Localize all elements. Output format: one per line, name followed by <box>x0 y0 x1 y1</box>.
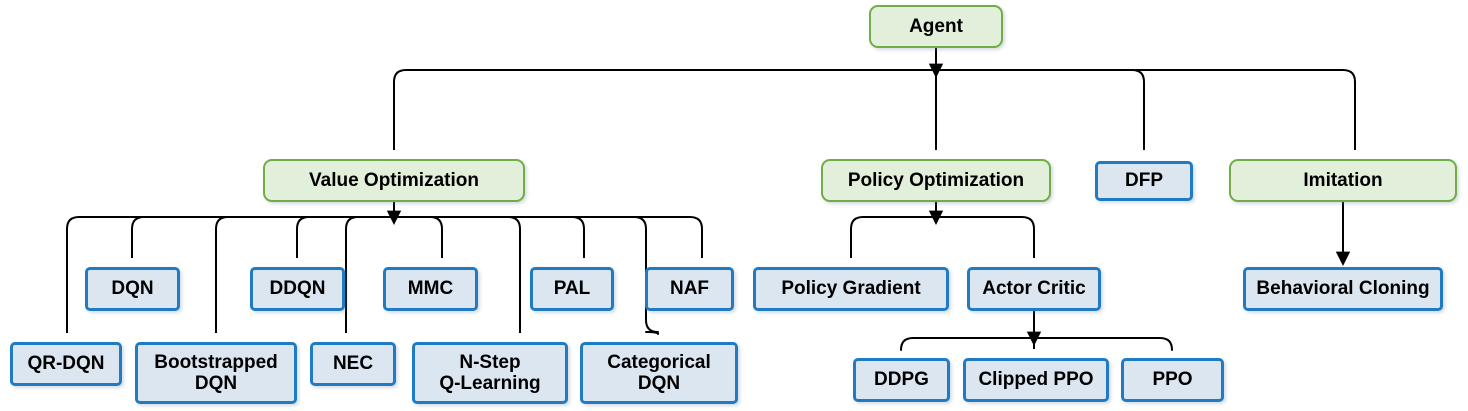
connector-line <box>936 69 1356 150</box>
node-ppo[interactable]: PPO <box>1121 358 1224 402</box>
node-nec[interactable]: NEC <box>310 342 396 386</box>
connector-line <box>936 216 1035 258</box>
node-label-categorical-dqn: Categorical DQN <box>607 351 711 394</box>
node-bootstrapped-dqn[interactable]: Bootstrapped DQN <box>135 342 297 404</box>
node-actor-critic[interactable]: Actor Critic <box>967 267 1101 311</box>
node-value-optimization[interactable]: Value Optimization <box>263 159 525 202</box>
node-label-imitation: Imitation <box>1303 169 1383 191</box>
node-label-policy-gradient: Policy Gradient <box>781 278 921 300</box>
connector-line <box>394 216 443 258</box>
connector-line <box>936 69 1145 150</box>
node-label-agent: Agent <box>909 15 963 37</box>
node-label-dqn: DQN <box>111 278 154 300</box>
node-categorical-dqn[interactable]: Categorical DQN <box>580 342 738 404</box>
node-label-clipped-ppo: Clipped PPO <box>978 369 1094 391</box>
connector-line <box>393 69 936 150</box>
connector-line <box>131 216 394 258</box>
node-policy-gradient[interactable]: Policy Gradient <box>753 267 949 311</box>
node-label-dfp: DFP <box>1125 170 1163 192</box>
node-ddpg[interactable]: DDPG <box>853 358 950 402</box>
node-label-value-optimization: Value Optimization <box>309 169 479 191</box>
node-label-ppo: PPO <box>1152 369 1193 391</box>
node-label-mmc: MMC <box>407 278 454 300</box>
node-dfp[interactable]: DFP <box>1095 161 1193 201</box>
node-label-behavioral-cloning: Behavioral Cloning <box>1256 278 1430 300</box>
node-label-nec: NEC <box>332 353 374 375</box>
node-clipped-ppo[interactable]: Clipped PPO <box>963 358 1109 402</box>
node-label-ddpg: DDPG <box>874 369 929 391</box>
node-pal[interactable]: PAL <box>530 267 614 311</box>
node-naf[interactable]: NAF <box>645 267 734 311</box>
node-label-pal: PAL <box>553 278 591 300</box>
node-label-bootstrapped-dqn: Bootstrapped DQN <box>154 351 278 394</box>
node-label-actor-critic: Actor Critic <box>982 278 1086 300</box>
node-imitation[interactable]: Imitation <box>1229 159 1457 202</box>
node-n-step-q-learning[interactable]: N-Step Q-Learning <box>412 342 568 404</box>
connector-line <box>850 216 936 258</box>
node-behavioral-cloning[interactable]: Behavioral Cloning <box>1243 267 1443 311</box>
node-mmc[interactable]: MMC <box>383 267 478 311</box>
node-agent[interactable]: Agent <box>869 5 1003 48</box>
node-label-n-step-q-learning: N-Step Q-Learning <box>439 351 541 394</box>
node-dqn[interactable]: DQN <box>85 267 180 311</box>
connector-line <box>296 216 394 258</box>
node-label-policy-optimization: Policy Optimization <box>847 169 1025 191</box>
connector-line <box>394 216 585 258</box>
node-ddqn[interactable]: DDQN <box>250 267 345 311</box>
node-label-ddqn: DDQN <box>269 278 326 300</box>
node-label-naf: NAF <box>669 278 710 300</box>
node-policy-optimization[interactable]: Policy Optimization <box>821 159 1051 202</box>
connector-line <box>900 337 1034 351</box>
connector-line <box>1034 337 1173 351</box>
node-label-qr-dqn: QR-DQN <box>27 353 105 375</box>
connector-line <box>394 216 703 258</box>
node-qr-dqn[interactable]: QR-DQN <box>10 342 122 386</box>
